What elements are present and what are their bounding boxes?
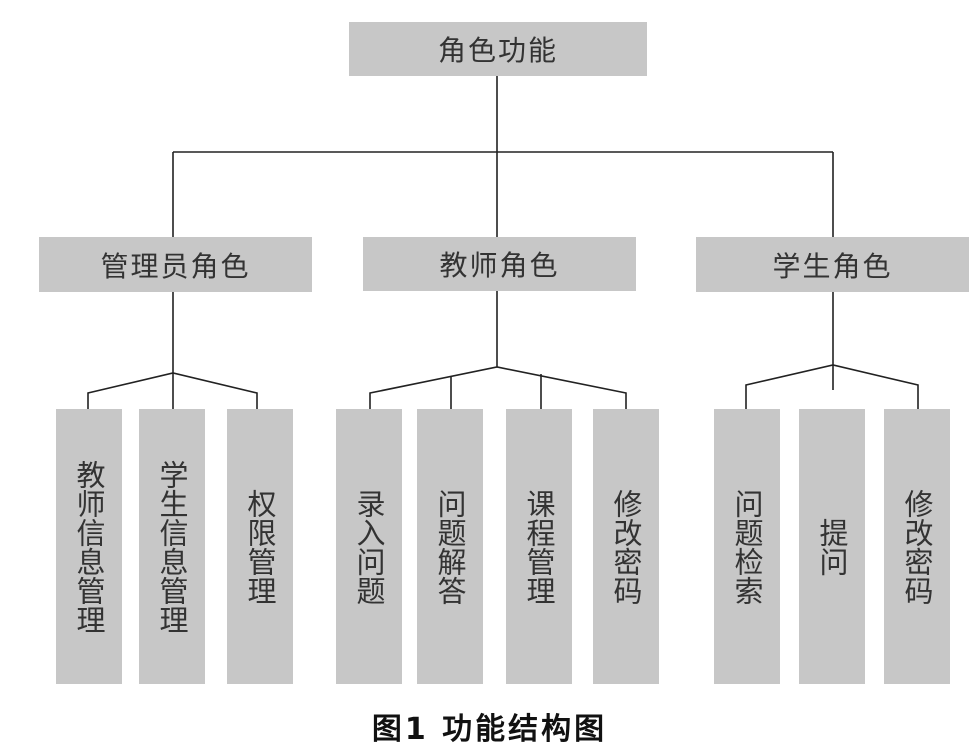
function-node-label: 问题检索 xyxy=(730,488,764,605)
function-node-student-info-management: 学生信息管理 xyxy=(139,409,205,684)
role-node-teacher: 教师角色 xyxy=(363,237,636,291)
teacher-fan-line xyxy=(369,366,627,409)
function-node-label: 学生信息管理 xyxy=(155,459,189,634)
function-node-teacher-info-management: 教师信息管理 xyxy=(56,409,122,684)
function-node-enter-question: 录入问题 xyxy=(336,409,402,684)
role-node-teacher-label: 教师角色 xyxy=(439,249,560,282)
student-fan-line xyxy=(745,364,919,409)
function-node-label: 课程管理 xyxy=(522,488,556,605)
function-node-label: 修改密码 xyxy=(900,488,934,605)
role-node-student: 学生角色 xyxy=(696,237,969,292)
role-node-admin: 管理员角色 xyxy=(39,237,312,292)
function-node-course-management: 课程管理 xyxy=(506,409,572,684)
root-node-label: 角色功能 xyxy=(437,34,558,67)
function-node-student-change-password: 修改密码 xyxy=(884,409,950,684)
function-node-label: 问题解答 xyxy=(433,488,467,605)
function-node-label: 修改密码 xyxy=(609,488,643,605)
function-node-label: 权限管理 xyxy=(243,488,277,605)
function-node-search-question: 问题检索 xyxy=(714,409,780,684)
function-node-teacher-change-password: 修改密码 xyxy=(593,409,659,684)
figure-caption: 图1 功能结构图 xyxy=(371,712,608,747)
root-node: 角色功能 xyxy=(349,22,647,76)
function-node-label: 提问 xyxy=(815,517,849,576)
function-node-permission-management: 权限管理 xyxy=(227,409,293,684)
function-node-answer-question: 问题解答 xyxy=(417,409,483,684)
function-node-ask-question: 提问 xyxy=(799,409,865,684)
role-node-student-label: 学生角色 xyxy=(772,249,893,283)
function-node-label: 教师信息管理 xyxy=(72,459,106,634)
function-node-label: 录入问题 xyxy=(352,488,386,605)
role-node-admin-label: 管理员角色 xyxy=(100,249,251,283)
